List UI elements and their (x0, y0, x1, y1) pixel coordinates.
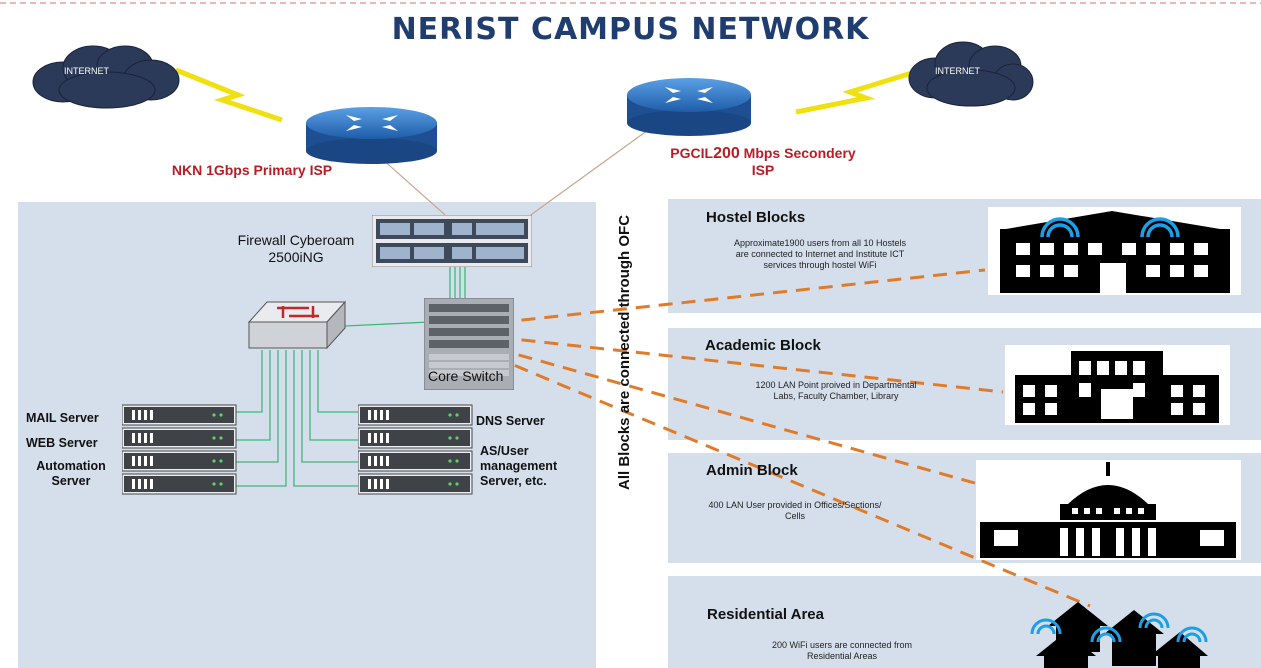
firewall-label-line2: 2500iNG (268, 249, 324, 265)
dns-server-label: DNS Server (476, 414, 545, 428)
router-icon (306, 107, 437, 164)
mail-server-label: MAIL Server (26, 411, 99, 425)
secondary-isp-speed: 200 (713, 145, 740, 162)
residential-area-desc: 200 WiFi users are connected from Reside… (712, 640, 972, 662)
primary-isp-label: NKN 1Gbps Primary ISP (171, 162, 333, 178)
firewall-label: Firewall Cyberoam 2500iNG (216, 232, 376, 266)
academic-desc-1: 1200 LAN Point proived in Departmental (755, 380, 917, 390)
cloud-label-right: INTERNET (935, 66, 980, 76)
secondary-isp-suffix: Mbps Secondery (739, 145, 856, 161)
hostel-building-icon (988, 207, 1241, 295)
core-switch-icon (424, 298, 514, 390)
router-icon (627, 78, 751, 136)
firewall-icon (372, 215, 532, 267)
internet-cloud-icon (908, 41, 1034, 107)
internet-cloud-icon (32, 45, 180, 109)
residential-desc-2: Residential Areas (806, 651, 878, 661)
as-user-server-label: AS/User management Server, etc. (480, 444, 557, 489)
residential-houses-icon (1030, 602, 1208, 668)
server-room-panel (18, 202, 596, 668)
academic-block-desc: 1200 LAN Point proived in Departmental L… (676, 380, 996, 402)
top-dashed-border (0, 2, 1261, 4)
diagram-title: NERIST CAMPUS NETWORK (391, 12, 870, 47)
hostel-desc-1: Approximate1900 users from all 10 Hostel… (733, 238, 907, 248)
hostel-block-desc: Approximate1900 users from all 10 Hostel… (670, 238, 970, 271)
core-switch-label: Core Switch (428, 368, 504, 384)
ofc-note: All Blocks are connected through OFC (616, 214, 633, 490)
admin-block-title: Admin Block (706, 462, 798, 479)
hostel-block-title: Hostel Blocks (706, 209, 806, 226)
automation-server-line2: Server (51, 474, 91, 488)
admin-desc-1: 400 LAN User provided in Offices/Section… (708, 500, 882, 510)
as-user-line1: AS/User (480, 444, 529, 458)
academic-building-icon (1005, 345, 1230, 425)
cloud-label-left: INTERNET (64, 66, 109, 76)
hostel-desc-3: services through hostel WiFi (763, 260, 877, 270)
residential-area-title: Residential Area (707, 606, 824, 623)
automation-server-line1: Automation (36, 459, 106, 473)
server-rack-left-icon (122, 404, 237, 495)
admin-desc-2: Cells (784, 511, 805, 521)
web-server-label: WEB Server (26, 436, 98, 450)
academic-block-title: Academic Block (705, 337, 821, 354)
secondary-isp-prefix: PGCIL (670, 145, 714, 161)
secondary-isp-label: PGCIL200 Mbps Secondery ISP (628, 145, 898, 179)
firewall-label-line1: Firewall Cyberoam (237, 232, 355, 248)
automation-server-label: Automation Server (26, 459, 116, 489)
as-user-line2: management (480, 459, 558, 473)
academic-desc-2: Labs, Faculty Chamber, Library (773, 391, 899, 401)
admin-building-icon (976, 460, 1241, 560)
admin-block-desc: 400 LAN User provided in Offices/Section… (670, 500, 920, 522)
server-rack-right-icon (358, 404, 473, 495)
as-user-line3: Server, etc. (480, 474, 547, 488)
hostel-desc-2: are connected to Internet and Institute … (735, 249, 905, 259)
secondary-isp-line2: ISP (751, 162, 775, 178)
access-switch-icon (247, 300, 347, 350)
residential-desc-1: 200 WiFi users are connected from (771, 640, 913, 650)
